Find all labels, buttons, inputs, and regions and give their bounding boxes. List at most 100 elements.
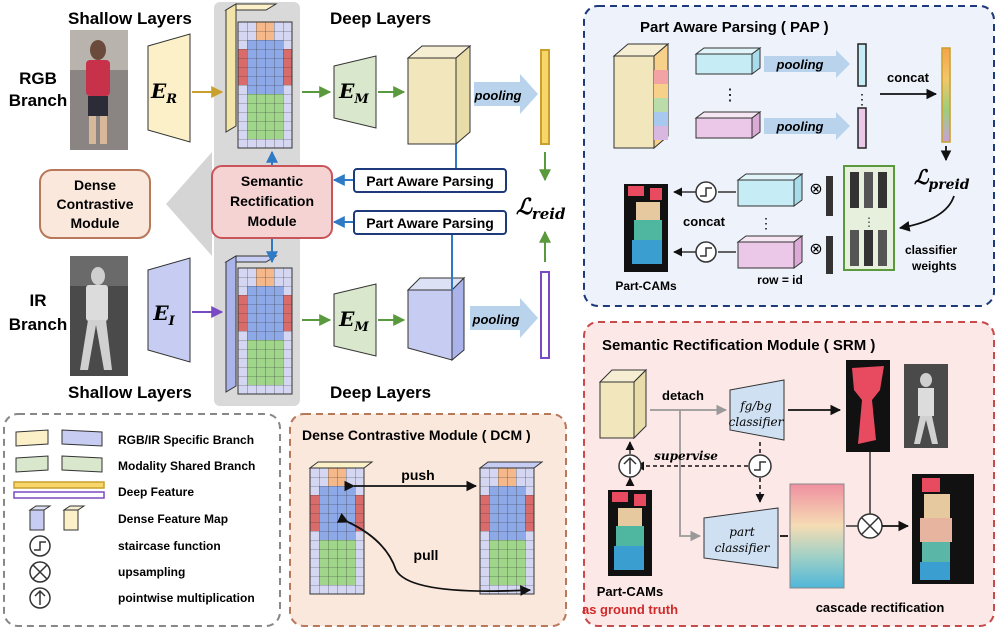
legend-label-shared: Modality Shared Branch	[118, 459, 255, 473]
ir-pooling-arrow	[470, 298, 538, 338]
pap-pooling-arrow-bottom	[764, 112, 850, 140]
ir-encoder-label: EI	[152, 301, 175, 329]
ir-shallow-feature-map	[224, 255, 293, 395]
dcm-label-line2: Contrastive	[56, 196, 133, 212]
srm-supervise-label: supervise	[654, 449, 718, 463]
legend-label-staircase: staircase function	[118, 539, 221, 553]
ir-deep-feature-vector	[540, 271, 550, 359]
dcm-panel-title: Dense Contrastive Module ( DCM )	[302, 427, 531, 443]
ir-shared-encoder-label: EM	[338, 307, 369, 335]
pap-dots-left: ⋮	[722, 87, 738, 104]
row-id-label: row = id	[757, 273, 803, 287]
pap-box-bottom-label: Part Aware Parsing	[366, 215, 494, 231]
shallow-layers-bottom-label: Shallow Layers	[68, 383, 192, 402]
dcm-pull-arrow	[336, 512, 532, 596]
part-classifier-line1: part	[729, 525, 755, 539]
dcm-module-box	[39, 169, 151, 239]
pap-row-vector-bottom	[826, 236, 833, 274]
pap-box-top	[353, 168, 507, 193]
pap-panel-title: Part Aware Parsing ( PAP )	[640, 19, 829, 36]
pap-concat-label-bottom: concat	[683, 214, 726, 229]
legend-label-specific: RGB/IR Specific Branch	[118, 433, 254, 447]
dcm-label-line1: Dense	[74, 177, 116, 193]
reid-loss-label: ℒreid	[516, 194, 566, 223]
srm-label-line1: Semantic	[241, 173, 303, 189]
pap-cam-feature-top	[736, 173, 804, 207]
srm-label-line2: Rectification	[230, 193, 314, 209]
pap-concat-vector	[941, 47, 951, 143]
svg-text:⋮: ⋮	[863, 215, 875, 229]
part-prediction-map	[789, 483, 845, 589]
srm-module-box	[211, 165, 333, 239]
rgb-pooling-label: pooling	[474, 88, 522, 103]
classifier-weights-label-line2: weights	[911, 259, 957, 273]
rgb-pooling-arrow	[474, 74, 538, 114]
rgb-encoder-label: ER	[150, 79, 177, 107]
pap-cam-feature-bottom	[736, 235, 804, 269]
pointwise-multiplication-icon	[29, 587, 51, 609]
pap-box-bottom	[353, 210, 507, 235]
fgbg-classifier-line2: classifier	[729, 415, 785, 429]
pap-pooling-label-top: pooling	[776, 57, 824, 72]
part-classifier-line2: classifier	[715, 541, 771, 555]
ir-branch-label-line1: IR	[30, 291, 47, 310]
srm-to-part-classifier-arrow	[679, 410, 702, 542]
dcm-push-label: push	[401, 467, 434, 483]
ir-encoder-shape	[147, 257, 191, 363]
legend-specific-branch-icon	[15, 429, 103, 447]
classifier-weights-label-line1: classifier	[905, 243, 957, 257]
srm-input-cube	[598, 368, 648, 440]
legend-label-upsampling: upsampling	[118, 565, 185, 579]
pap-classifier-weights: ⋮	[843, 165, 895, 271]
srm-ir-photo	[904, 364, 948, 448]
fgbg-classifier-line1: fg/bg	[739, 399, 772, 413]
pap-loss-to-classifier-arrow	[898, 195, 955, 232]
rgb-branch-label-line2: Branch	[9, 91, 68, 110]
cascade-rectification-result-image	[912, 474, 974, 584]
part-classifier-shape	[703, 507, 779, 569]
pap-dots-right: ⋮	[855, 91, 869, 107]
pap-cam-dots: ⋮	[759, 215, 773, 231]
legend-dense-map-icon	[28, 505, 86, 531]
legend-label-pointwise: pointwise multiplication	[118, 591, 255, 605]
legend-label-dense: Dense Feature Map	[118, 512, 228, 526]
cascade-rectification-label: cascade rectification	[816, 600, 945, 615]
pap-pooling-label-bottom: pooling	[776, 119, 824, 134]
pap-part-cams-image	[624, 184, 668, 272]
rgb-shared-encoder-shape	[333, 55, 377, 129]
legend-shared-branch-icon	[15, 455, 103, 473]
dcm-rgb-feature-map	[308, 461, 374, 595]
pap-concat-label-top: concat	[887, 70, 930, 85]
rgb-shared-encoder-label: EM	[338, 79, 369, 107]
ir-deep-feature-cube	[406, 276, 466, 362]
pap-part-feature-bottom	[694, 111, 762, 139]
rgb-deep-feature-cube	[406, 44, 472, 146]
pap-part-vector-top	[857, 43, 867, 87]
pap-pooling-arrow-top	[764, 50, 850, 78]
srm-detach-label: detach	[662, 388, 704, 403]
srm-panel-title: Semantic Rectification Module ( SRM )	[602, 337, 875, 354]
srm-ground-truth-label: as ground truth	[582, 602, 678, 617]
pap-part-cams-label: Part-CAMs	[615, 279, 677, 293]
legend-deep-feature-icon	[13, 481, 105, 499]
srm-panel	[583, 321, 995, 627]
dcm-ir-feature-map	[478, 461, 544, 595]
rgb-deep-feature-vector	[540, 49, 550, 145]
ir-pooling-label: pooling	[472, 312, 520, 327]
dcm-pull-label: pull	[414, 547, 439, 563]
srm-part-cams-label: Part-CAMs	[597, 584, 663, 599]
deep-layers-top-label: Deep Layers	[330, 9, 431, 28]
rgb-shallow-feature-map	[224, 3, 293, 149]
rgb-encoder-shape	[147, 33, 191, 143]
pap-loss-label: ℒpreid	[914, 165, 970, 193]
pap-upsampling-icon-bottom: ⊗	[809, 241, 822, 258]
legend-label-deep: Deep Feature	[118, 485, 194, 499]
pap-part-vector-bottom	[857, 107, 867, 149]
upsampling-icon	[29, 561, 51, 583]
rgb-person-photo	[70, 30, 128, 150]
pap-input-cube	[612, 42, 670, 150]
pap-upsampling-icon-top: ⊗	[809, 181, 822, 198]
ir-person-photo	[70, 256, 128, 376]
dcm-label-line3: Module	[71, 215, 120, 231]
